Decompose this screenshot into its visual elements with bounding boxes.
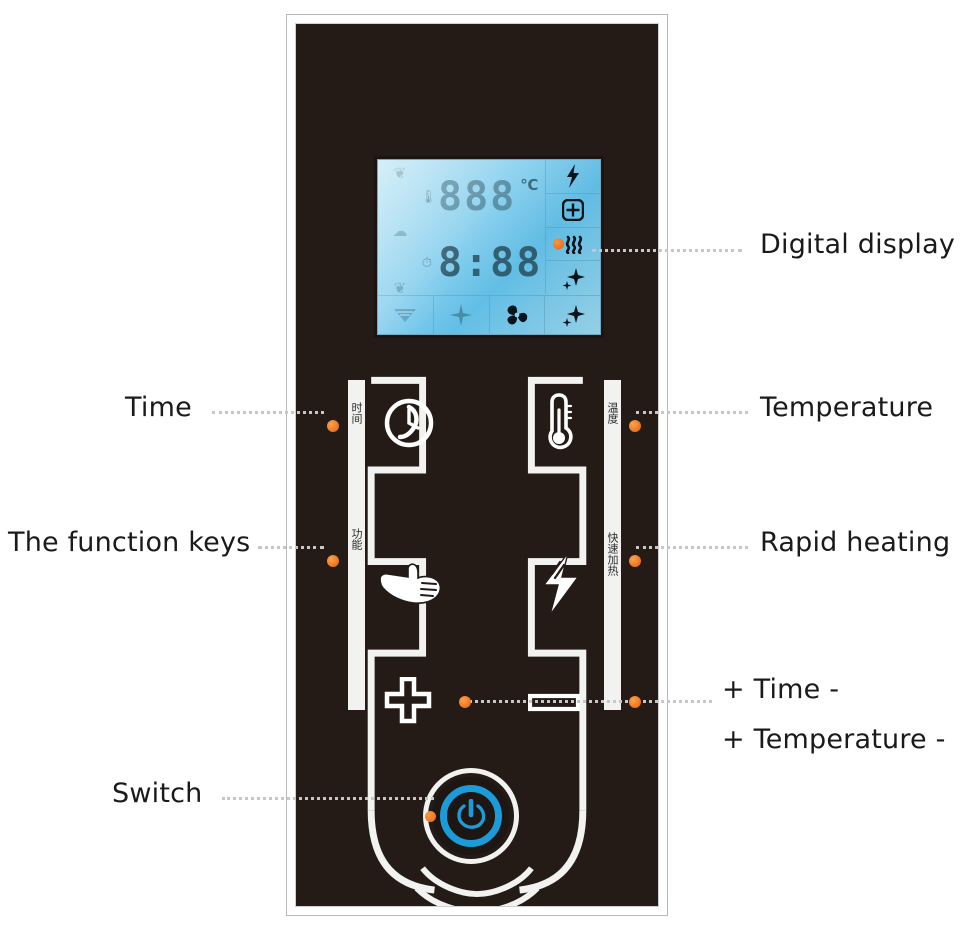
callout-marker-rapid-heating — [629, 555, 641, 567]
callout-plus-temperature-minus: + Temperature - — [722, 724, 946, 755]
lcd-left-status-column: ❦ ☁ ❦ — [382, 166, 418, 296]
cloud-icon: ☁ — [392, 221, 408, 240]
switch-callout-marker — [425, 811, 436, 822]
rapid-heating-key[interactable] — [532, 548, 590, 620]
leader-plus-time — [462, 700, 712, 703]
temperature-value: 888 — [438, 174, 517, 220]
lcd-temperature-row: 🌡 888 ℃ — [420, 164, 544, 230]
thermometer-icon — [548, 393, 573, 450]
callout-marker-time — [327, 420, 339, 432]
clock-icon — [384, 398, 434, 448]
digital-display: ❦ ☁ ❦ 🌡 888 ℃ ⏱ 8:88 — [374, 156, 604, 338]
lcd-right-status-column — [545, 160, 600, 294]
callout-plus-time-minus: + Time - — [722, 674, 840, 705]
leader-rapid-heating — [636, 546, 748, 549]
heat-waves-icon — [546, 228, 600, 262]
key-label-time-cn: 时间 — [350, 402, 363, 424]
power-switch-key[interactable] — [423, 768, 519, 864]
droplet-icon: ❦ — [393, 279, 407, 297]
right-label-strip: 温度 快速加热 — [604, 380, 621, 710]
lcd-bottom-status-row — [378, 295, 600, 334]
callout-marker-temperature — [629, 420, 641, 432]
callout-marker-function-keys — [327, 555, 339, 567]
star-burst-icon — [434, 296, 490, 334]
leader-digital-display — [592, 249, 742, 252]
crosshair-square-icon — [546, 194, 600, 228]
key-label-rapid-heating-cn: 快速加热 — [606, 532, 619, 576]
lcd-readout-area: 🌡 888 ℃ ⏱ 8:88 — [420, 164, 544, 296]
leader-temperature — [636, 411, 748, 414]
pointing-hand-icon — [379, 563, 442, 604]
minus-icon — [528, 693, 580, 712]
callout-switch: Switch — [112, 778, 203, 809]
callout-temperature: Temperature — [760, 392, 934, 423]
sparkle-icon — [546, 261, 600, 294]
callout-digital-display: Digital display — [760, 229, 956, 260]
minus-key[interactable] — [524, 688, 584, 718]
power-disc — [432, 777, 510, 855]
lightning-bolt-icon — [546, 160, 600, 194]
power-icon — [457, 799, 486, 829]
heat-active-marker — [553, 238, 564, 250]
control-panel-face: ❦ ☁ ❦ 🌡 888 ℃ ⏱ 8:88 — [295, 23, 659, 907]
lcd-timer-row: ⏱ 8:88 — [420, 230, 544, 296]
leader-function-keys — [258, 546, 324, 549]
bird-icon: ❦ — [393, 164, 407, 182]
clock-icon: ⏱ — [421, 255, 433, 271]
plus-icon — [384, 677, 432, 724]
fan-icon — [490, 296, 546, 334]
callout-function-keys: The function keys — [8, 527, 251, 558]
temperature-key[interactable] — [528, 388, 590, 458]
callout-marker-plus-time — [459, 696, 471, 708]
control-panel-bezel: ❦ ☁ ❦ 🌡 888 ℃ ⏱ 8:88 — [286, 14, 668, 916]
key-label-function-cn: 功能 — [350, 528, 363, 550]
temperature-unit: ℃ — [520, 176, 539, 194]
callout-rapid-heating: Rapid heating — [760, 527, 951, 558]
leader-switch — [222, 797, 434, 800]
timer-value: 8:88 — [438, 240, 543, 286]
plus-key[interactable] — [380, 674, 436, 730]
key-label-temperature-cn: 温度 — [606, 402, 619, 424]
callout-time: Time — [125, 392, 192, 423]
flag-icon — [378, 296, 434, 334]
thermometer-icon: 🌡 — [420, 189, 437, 205]
power-blue-ring — [440, 785, 502, 847]
time-key[interactable] — [378, 392, 440, 454]
leader-time — [212, 411, 324, 414]
function-key[interactable] — [376, 554, 446, 610]
sparkle-small-icon — [545, 296, 600, 334]
lcd-screen: ❦ ☁ ❦ 🌡 888 ℃ ⏱ 8:88 — [377, 159, 601, 335]
lightning-bolt-icon — [542, 552, 580, 616]
callout-marker-plus-temp — [629, 696, 641, 708]
left-label-strip: 时间 功能 — [348, 380, 365, 710]
